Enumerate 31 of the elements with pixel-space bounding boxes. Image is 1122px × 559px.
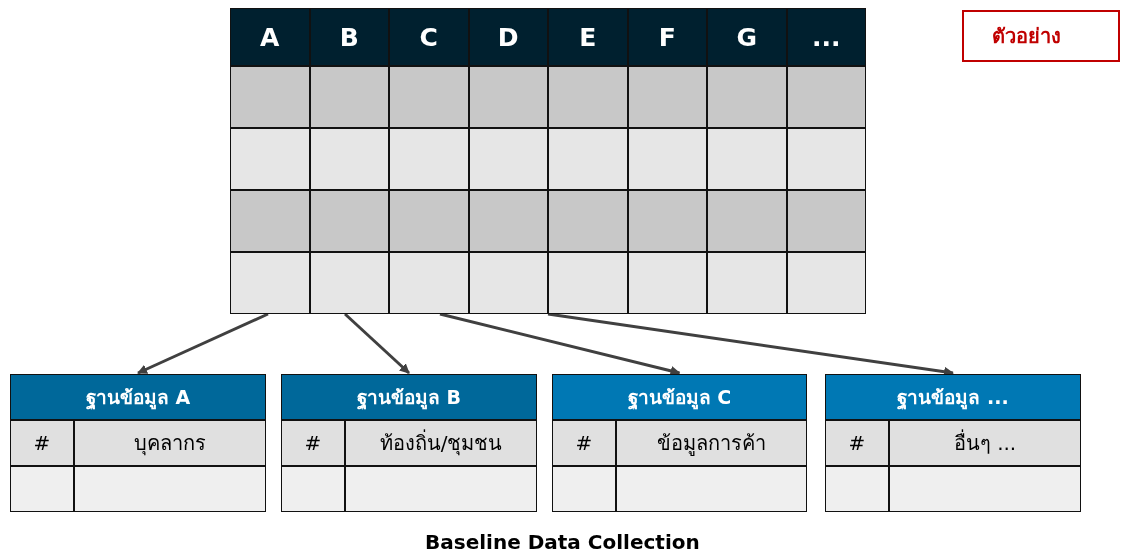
arrow (344, 312, 410, 375)
arrow (137, 312, 269, 375)
column-header: G (707, 8, 787, 66)
column-header: ... (786, 8, 866, 66)
table-title: ฐานข้อมูล A (10, 374, 266, 420)
spreadsheet-table (230, 8, 866, 314)
arrow (439, 312, 681, 376)
column-header: D (468, 8, 548, 66)
table-title: ฐานข้อมูล ... (825, 374, 1081, 420)
column-header: # (825, 420, 889, 466)
database-table (552, 374, 807, 512)
column-header: บุคลากร (74, 420, 266, 466)
column-header: C (389, 8, 469, 66)
database-table (281, 374, 537, 512)
database-table (10, 374, 266, 512)
column-header: ข้อมูลการค้า (616, 420, 807, 466)
database-table (825, 374, 1081, 512)
column-header: B (309, 8, 389, 66)
caption: Baseline Data Collection (425, 530, 700, 554)
column-header: F (627, 8, 707, 66)
table-title: ฐานข้อมูล C (552, 374, 807, 420)
table-title: ฐานข้อมูล B (281, 374, 537, 420)
column-header: ท้องถิ่น/ชุมชน (345, 420, 537, 466)
column-header: E (548, 8, 628, 66)
example-tag (962, 10, 1120, 62)
column-header: # (552, 420, 616, 466)
column-header: # (10, 420, 74, 466)
column-header: A (230, 8, 310, 66)
column-header: # (281, 420, 345, 466)
column-header: อื่นๆ ... (889, 420, 1081, 466)
example-label: ตัวอย่าง (990, 23, 1062, 50)
